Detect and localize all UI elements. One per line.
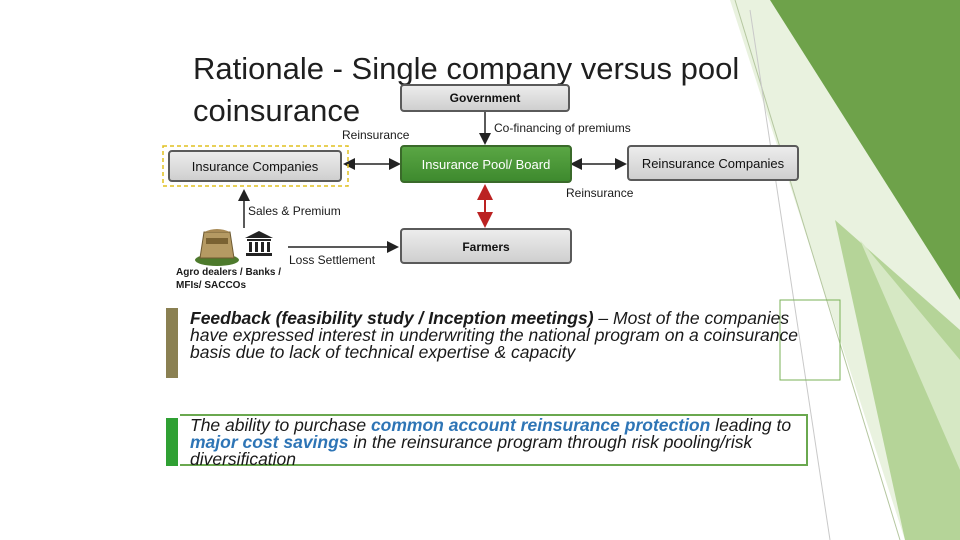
agro-dealers-label: Agro dealers / Banks / MFIs/ SACCOs: [176, 267, 282, 291]
reinsurance-right-label: Reinsurance: [566, 186, 634, 200]
point-2-post: in the reinsurance program through risk …: [190, 432, 753, 469]
reinsurance-companies-box: Reinsurance Companies: [627, 145, 799, 181]
decor-line: [749, 9, 831, 540]
bank-icon: [245, 231, 273, 256]
point-2-highlight-1: common account reinsurance protection: [370, 415, 711, 435]
reinsurance-left-label: Reinsurance: [342, 128, 410, 142]
point-1-text: Feedback (feasibility study / Inception …: [190, 308, 810, 362]
decor-triangle-light: [860, 240, 960, 470]
decor-frame: [779, 299, 841, 381]
point-1-bar: [166, 308, 178, 378]
point-1-bold: Feedback (feasibility study / Inception …: [190, 308, 594, 328]
point-1-body: – Most of the companies have expressed i…: [190, 308, 798, 362]
point-2-pre: The ability to purchase: [190, 415, 371, 435]
government-box: Government: [400, 84, 570, 112]
point-2-highlight-2: major cost savings: [190, 432, 349, 452]
seed-sack-icon: [195, 229, 239, 266]
point-2-mid: leading to: [710, 415, 792, 435]
loss-settlement-label: Loss Settlement: [289, 253, 376, 267]
sales-premium-label: Sales & Premium: [248, 204, 341, 218]
insurance-pool-box: Insurance Pool/ Board: [400, 145, 572, 183]
highlight-dashed-frame: [162, 145, 349, 187]
decor-triangle-dark: [770, 0, 960, 300]
point-2-bar: [166, 418, 178, 466]
farmers-box: Farmers: [400, 228, 572, 264]
point-2-text: The ability to purchase common account r…: [190, 415, 800, 469]
cofinancing-label: Co-financing of premiums: [494, 121, 631, 135]
point-2-frame: [180, 414, 808, 466]
insurance-companies-box: Insurance Companies: [168, 150, 342, 182]
page-title: Rationale - Single company versus pool c…: [193, 51, 740, 128]
decor-triangle-mid: [835, 220, 960, 540]
